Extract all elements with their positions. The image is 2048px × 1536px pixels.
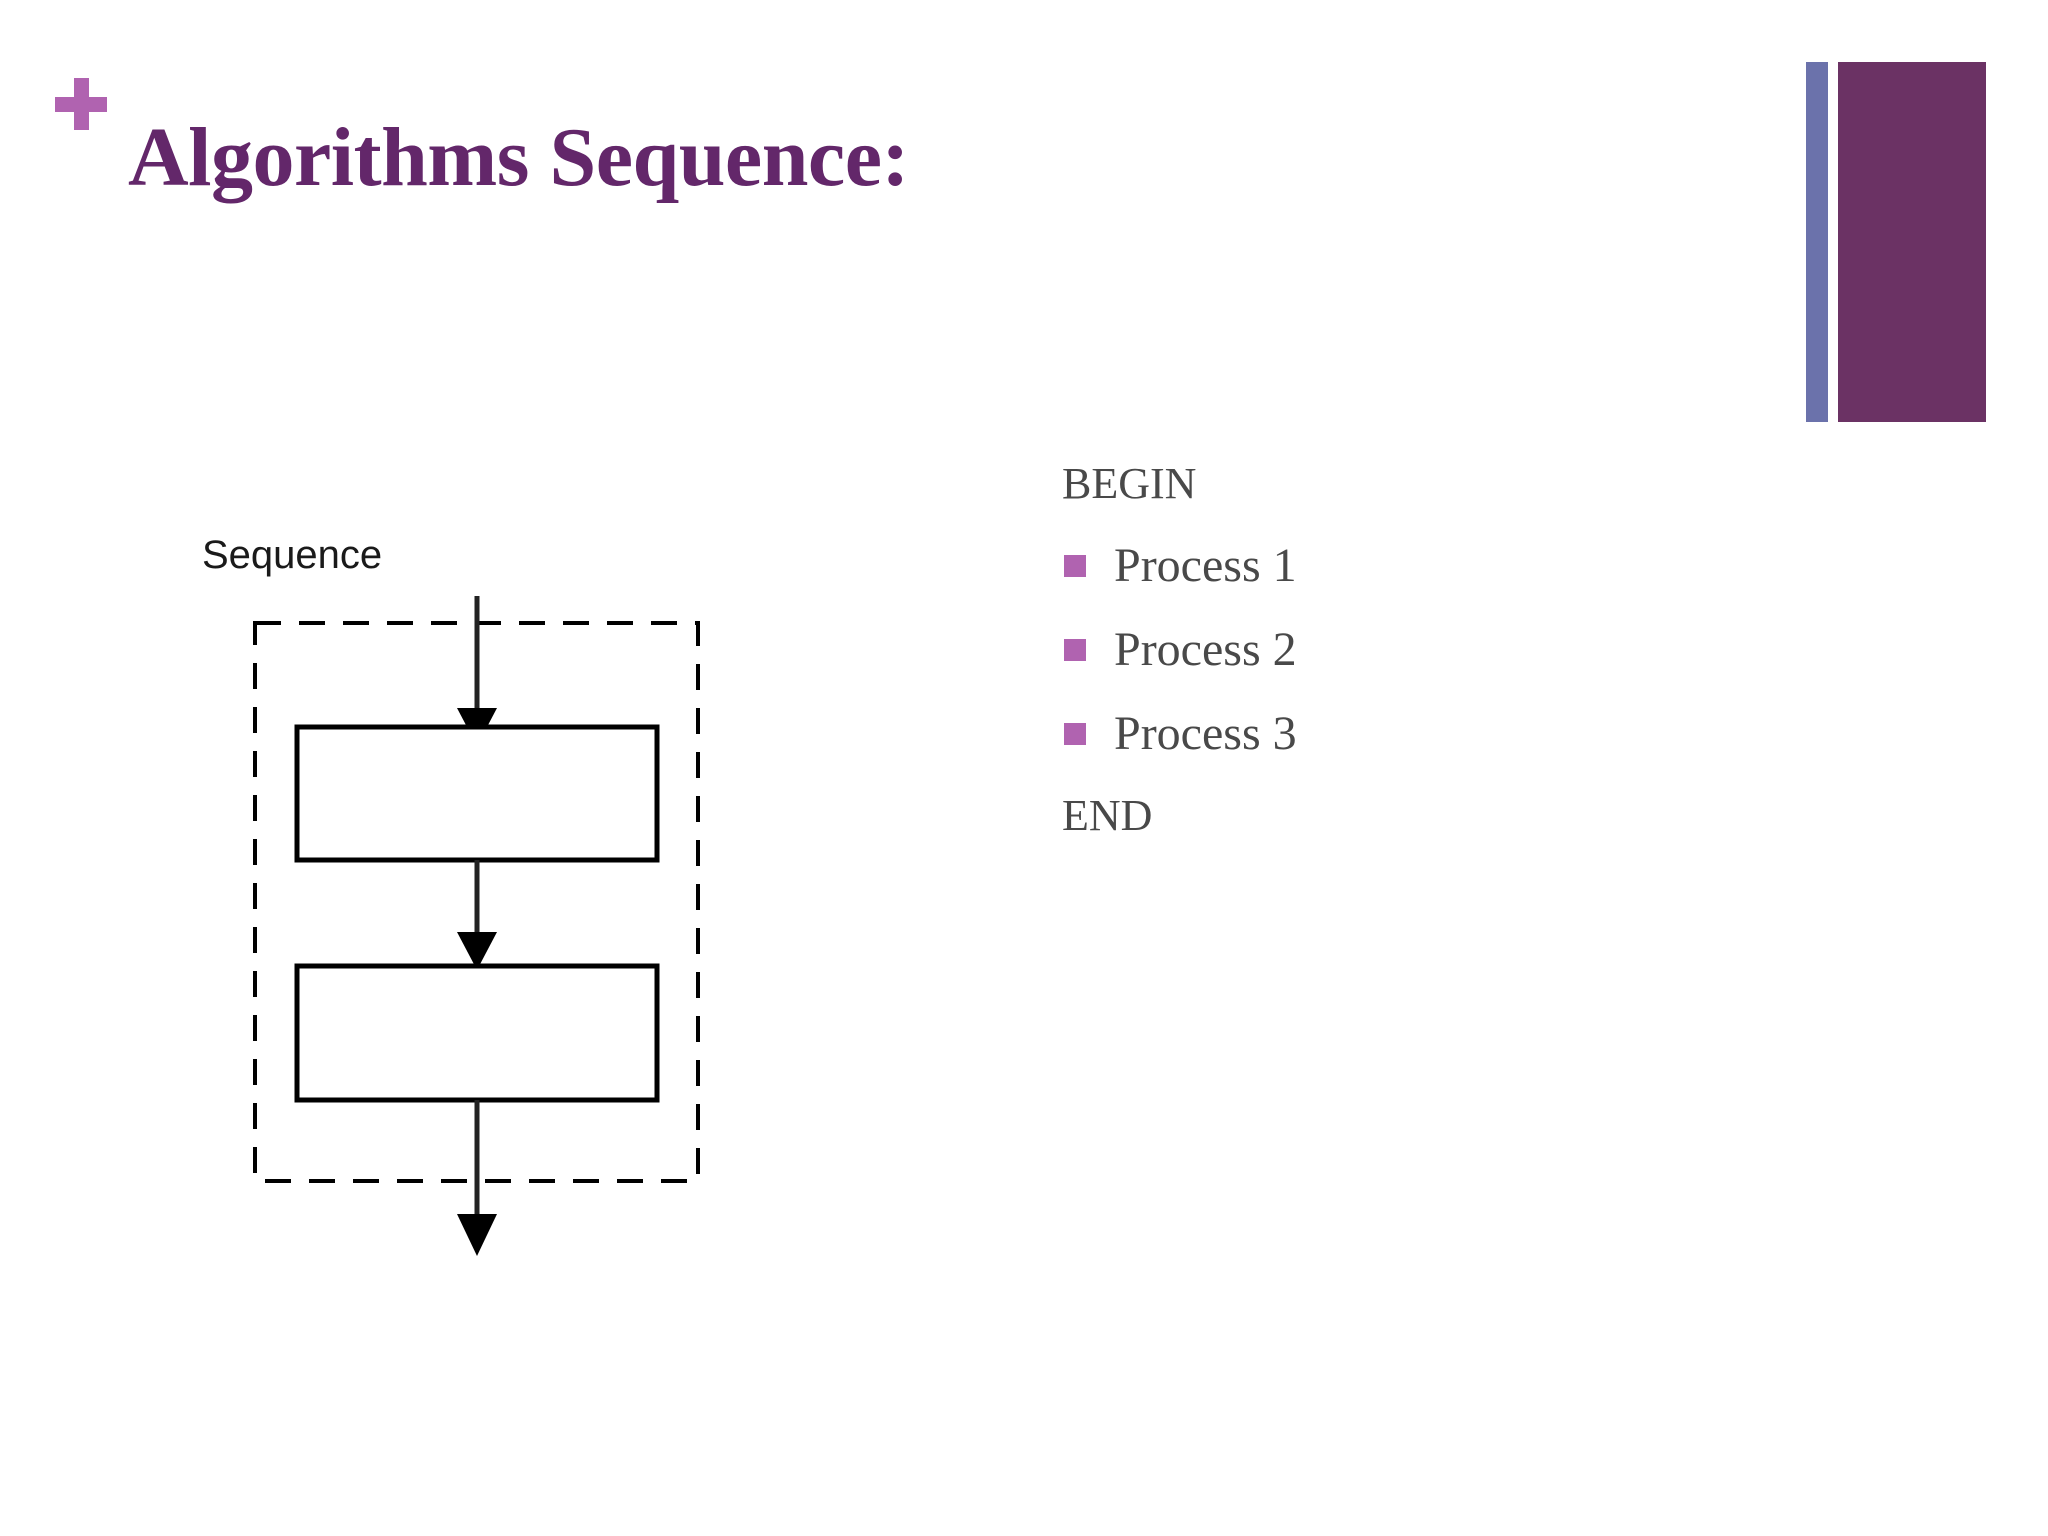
bullet-square-icon bbox=[1064, 639, 1086, 661]
plus-icon-vertical-bar bbox=[74, 78, 89, 130]
flowchart-arrow-exit bbox=[457, 1100, 497, 1256]
pseudocode-block: BEGIN Process 1 Process 2 Process 3 END bbox=[1062, 462, 1702, 874]
list-item: Process 1 bbox=[1062, 542, 1702, 590]
page-title: Algorithms Sequence: bbox=[128, 111, 909, 204]
flowchart-process-box-1 bbox=[294, 724, 660, 863]
flowchart-arrow-between bbox=[457, 860, 497, 970]
flowchart-arrow-entry bbox=[457, 596, 497, 746]
pseudocode-step-label: Process 2 bbox=[1114, 623, 1297, 676]
plus-icon bbox=[55, 78, 107, 130]
decoration-purple-block bbox=[1838, 62, 1986, 422]
pseudocode-begin: BEGIN bbox=[1062, 459, 1197, 508]
sequence-flowchart: Sequence bbox=[180, 520, 820, 1310]
bullet-square-icon bbox=[1064, 555, 1086, 577]
list-item: Process 2 bbox=[1062, 626, 1702, 674]
bullet-square-icon bbox=[1064, 723, 1086, 745]
pseudocode-step-label: Process 3 bbox=[1114, 707, 1297, 760]
pseudocode-step-label: Process 1 bbox=[1114, 539, 1297, 592]
pseudocode-end: END bbox=[1062, 791, 1153, 840]
flowchart-process-box-2 bbox=[294, 963, 660, 1103]
flowchart-label-sequence: Sequence bbox=[202, 533, 382, 577]
list-item: Process 3 bbox=[1062, 710, 1702, 758]
decoration-blue-bar bbox=[1806, 62, 1828, 422]
